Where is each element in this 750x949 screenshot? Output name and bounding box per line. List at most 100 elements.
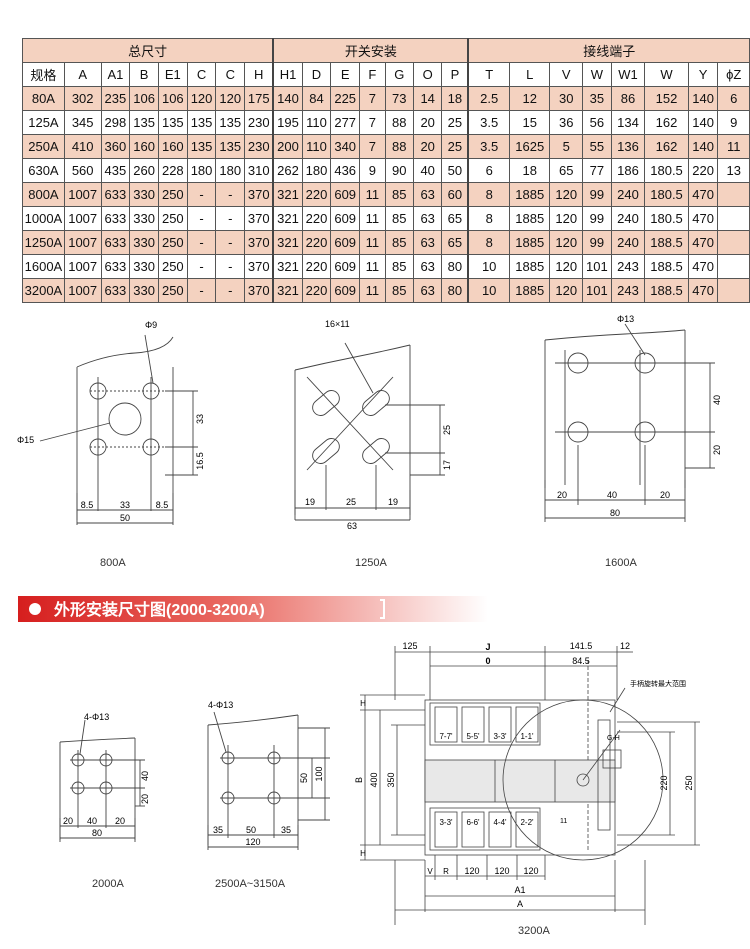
table-cell: 321 <box>272 206 303 231</box>
column-header: E1 <box>157 62 188 87</box>
table-cell <box>717 182 750 207</box>
mount-hole <box>142 438 160 456</box>
dim-label: 84.5 <box>572 656 590 666</box>
table-cell: 370 <box>244 254 275 279</box>
table-cell: 6 <box>717 86 750 111</box>
terminal <box>434 706 458 743</box>
table-cell: 14 <box>412 86 443 111</box>
dim-vertical: 40 <box>140 771 150 781</box>
table-cell: 180.5 <box>644 206 689 231</box>
table-cell: 99 <box>582 230 612 255</box>
table-cell: 7 <box>359 86 386 111</box>
center-hole <box>108 402 142 436</box>
table-cell: 160 <box>157 134 188 159</box>
terminal-label: 4-4' <box>493 818 507 827</box>
column-header: P <box>441 62 470 87</box>
table-cell: 86 <box>610 86 646 111</box>
column-header: H <box>244 62 275 87</box>
table-cell: 110 <box>301 134 332 159</box>
table-cell: 5 <box>549 134 584 159</box>
terminal <box>515 811 539 848</box>
table-cell: 330 <box>129 278 159 303</box>
dim-horizontal: 8.5 <box>81 500 94 510</box>
table-cell: 6 <box>467 158 510 183</box>
dim-horizontal: 20 <box>660 490 670 500</box>
table-cell: 140 <box>687 110 719 135</box>
table-cell: 106 <box>157 86 188 111</box>
row-spec: 1000A <box>22 206 65 231</box>
table-cell: 321 <box>272 278 303 303</box>
section-title: 外形安装尺寸图(2000-3200A) <box>53 600 265 619</box>
table-cell: 370 <box>244 278 275 303</box>
dim-label: A <box>517 899 523 909</box>
table-cell: 370 <box>244 182 275 207</box>
table-cell: 310 <box>244 158 275 183</box>
table-cell: - <box>186 206 217 231</box>
table-cell: 135 <box>186 110 217 135</box>
table-cell <box>717 254 750 279</box>
table-cell: 65 <box>441 230 470 255</box>
table-cell: 277 <box>330 110 361 135</box>
table-cell: 7 <box>359 134 386 159</box>
dim-horizontal: 50 <box>246 825 256 835</box>
column-header: C <box>215 62 246 87</box>
dim-label: B <box>354 777 364 783</box>
table-cell: 140 <box>687 86 719 111</box>
table-cell: 1007 <box>63 254 102 279</box>
table-cell: 243 <box>610 278 646 303</box>
mount-hole <box>142 382 160 400</box>
terminal <box>434 811 458 848</box>
table-cell: 340 <box>330 134 361 159</box>
table-cell: 7 <box>359 110 386 135</box>
dim-label: 120 <box>523 866 538 876</box>
table-cell: 135 <box>157 110 188 135</box>
table-cell: 435 <box>100 158 131 183</box>
table-cell: 1885 <box>508 206 551 231</box>
table-cell: 188.5 <box>644 230 689 255</box>
table-cell: 140 <box>272 86 303 111</box>
dim-label: A1 <box>514 885 525 895</box>
drawing-2500a: 4-Φ13 50 100 35 50 35 120 <box>207 700 330 850</box>
terminal <box>461 706 485 743</box>
table-cell: 186 <box>610 158 646 183</box>
table-cell: 65 <box>441 206 470 231</box>
row-spec: 250A <box>22 134 65 159</box>
mount-hole <box>567 352 589 374</box>
table-cell: 65 <box>549 158 584 183</box>
table-cell: 220 <box>687 158 719 183</box>
table-cell: 560 <box>63 158 102 183</box>
panel-outline <box>544 330 686 488</box>
table-cell: 63 <box>412 254 443 279</box>
table-cell: 90 <box>384 158 414 183</box>
table-cell: - <box>215 206 246 231</box>
table-cell: 152 <box>644 86 689 111</box>
table-cell: 240 <box>610 182 646 207</box>
mount-hole <box>89 382 107 400</box>
table-cell: - <box>186 278 217 303</box>
terminal <box>515 706 539 743</box>
table-cell: - <box>186 254 217 279</box>
table-cell: 250 <box>157 254 188 279</box>
table-cell: 88 <box>384 134 414 159</box>
dim-horizontal: 19 <box>388 497 398 507</box>
table-cell: 18 <box>441 86 470 111</box>
table-cell: 55 <box>582 134 612 159</box>
panel-break-line <box>294 344 411 371</box>
table-cell: 220 <box>301 182 332 207</box>
table-cell: 410 <box>63 134 102 159</box>
table-cell: - <box>186 230 217 255</box>
table-cell: 609 <box>330 182 361 207</box>
table-cell: 262 <box>272 158 303 183</box>
table-cell: 18 <box>508 158 551 183</box>
terminal <box>488 811 512 848</box>
table-cell: 85 <box>384 206 414 231</box>
slot-hole <box>362 390 390 416</box>
hole-label: 16×11 <box>325 319 350 329</box>
caption-1250a: 1250A <box>355 557 387 569</box>
dim-label: 0 <box>485 656 490 666</box>
table-cell: 85 <box>384 278 414 303</box>
column-header: A <box>63 62 102 87</box>
